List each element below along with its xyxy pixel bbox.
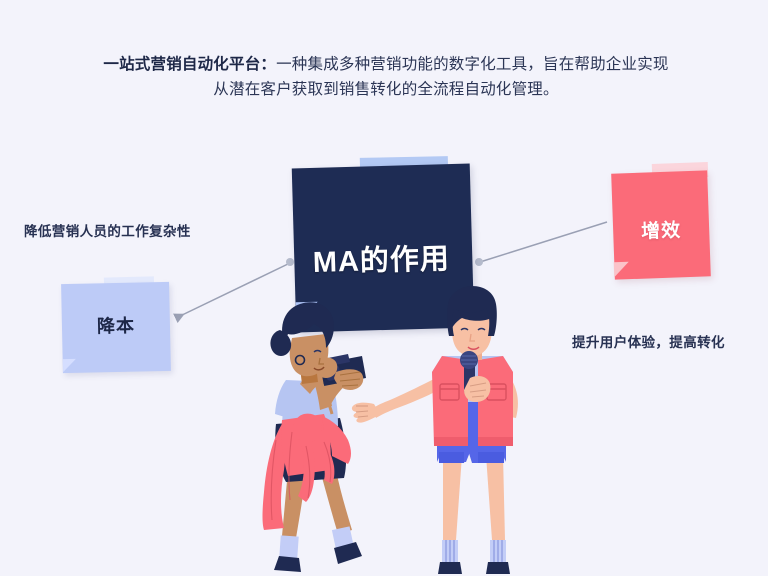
- reporter-leg-left: [443, 455, 462, 540]
- photographer-figure: [262, 302, 366, 572]
- photographer-sock-back: [279, 535, 299, 559]
- reporter-head: [452, 318, 492, 356]
- photographer-jacket-right-sleeve: [322, 416, 351, 464]
- camera-finger-lines: [339, 371, 361, 387]
- headline-lead: 一站式营销自动化平台：: [103, 56, 277, 73]
- photographer-hair-bun: [270, 330, 292, 356]
- photographer-jacket-knot-tail-a: [298, 440, 315, 502]
- photographer-head: [289, 334, 329, 377]
- reporter-face: [460, 327, 486, 350]
- headline-body: 一种集成多种营销功能的数字化工具，旨在帮助企业实现从潜在客户获取到销售转化的全流…: [213, 56, 669, 98]
- reporter-vest-pocket-left: [439, 383, 460, 401]
- reporter-shorts-cuff-left: [439, 452, 464, 463]
- reporter-vest-left: [432, 356, 468, 446]
- photographer-shoulder: [275, 380, 296, 418]
- photographer-leg-front: [320, 470, 352, 534]
- reporter-vest-hem-left: [434, 437, 468, 446]
- page-title: 一站式营销自动化平台：一种集成多种营销功能的数字化工具，旨在帮助企业实现从潜在客…: [96, 52, 676, 102]
- reporter-leg-right: [486, 455, 505, 540]
- reporter-vest-hem-right: [478, 437, 513, 446]
- photographer-leg-back: [282, 470, 306, 538]
- photographer-jacket-knot: [293, 413, 322, 443]
- reporter-shoe-left: [438, 562, 462, 574]
- photographer-shoe-front: [334, 542, 362, 564]
- reporter-figure: [351, 286, 518, 574]
- caption-conversion: 提升用户体验，提高转化: [572, 335, 725, 350]
- reporter-hand-open: [351, 402, 380, 423]
- reporter-arm-left-extended: [372, 378, 442, 418]
- photographer-jacket-folds: [270, 431, 332, 521]
- caption-cost-reduction: 降低营销人员的工作复杂性: [24, 224, 191, 239]
- reporter-microphone-grill: [461, 355, 477, 365]
- reporter-shorts-cuff-right: [478, 452, 504, 463]
- photographer-hair: [282, 302, 334, 348]
- photographer-shoe-back: [274, 556, 301, 572]
- reporter-shoe-right: [486, 562, 510, 574]
- camera-strap: [320, 383, 334, 415]
- reporter-vest-right: [478, 356, 513, 446]
- reporter-hair-bob: [447, 286, 497, 336]
- photographer-face: [294, 349, 325, 371]
- reporter-finger-lines: [469, 382, 487, 398]
- reporter-hand-lines: [355, 405, 369, 418]
- reporter-sock-stripes: [445, 540, 503, 562]
